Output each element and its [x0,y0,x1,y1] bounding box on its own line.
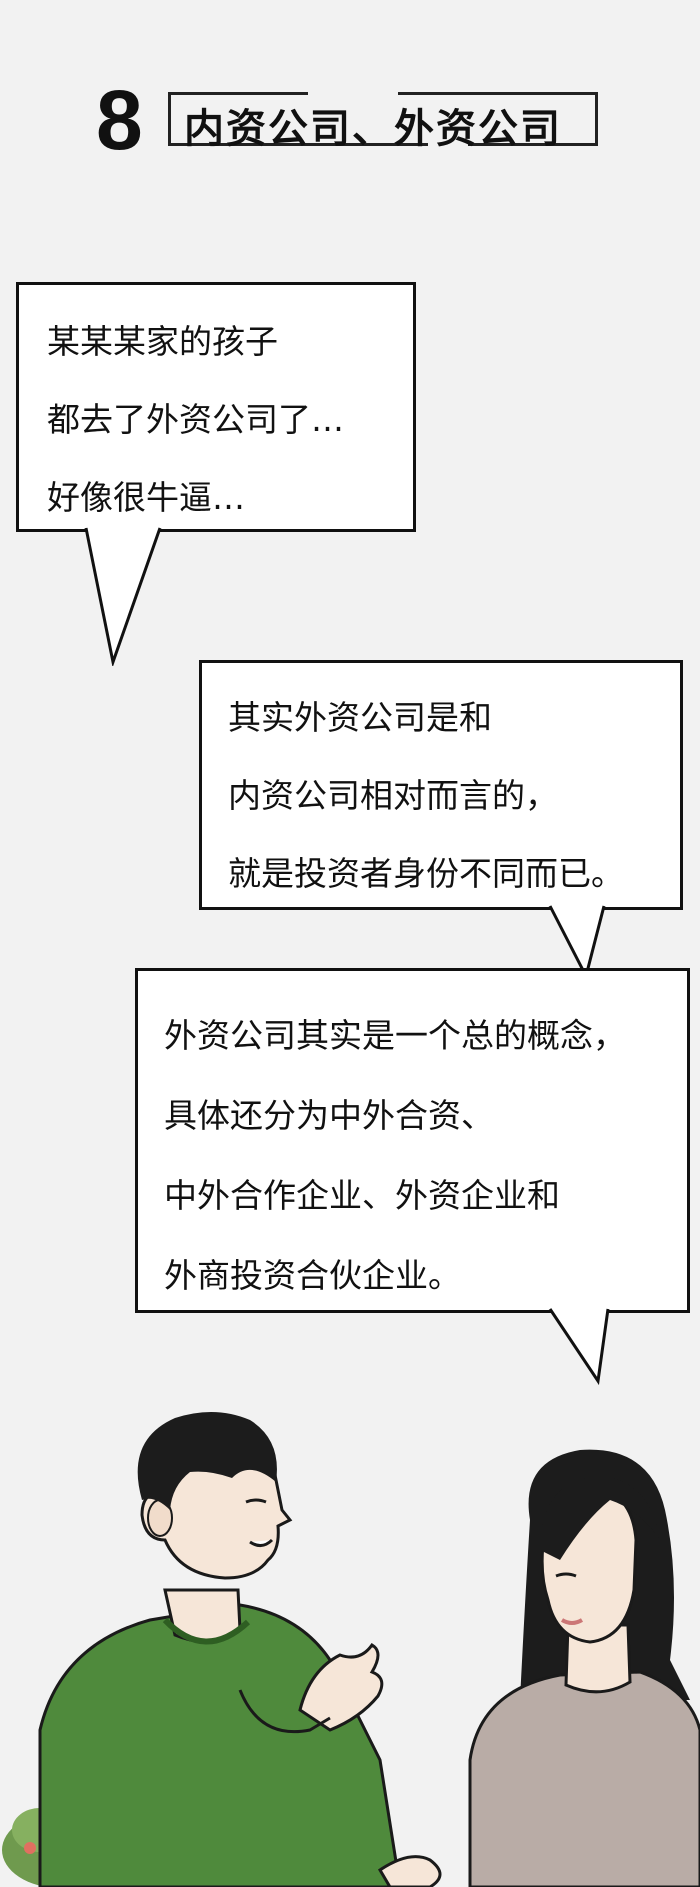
frame-line [595,92,598,146]
bubble-2-line-2: 内资公司相对而言的， [228,776,558,815]
bubble-3-line-3: 中外合作企业、外资企业和 [164,1176,560,1215]
header: 8 内资公司、外资公司 [0,0,700,190]
frame-line [468,143,598,146]
bubble-3-line-4: 外商投资合伙企业。 [164,1256,461,1295]
section-title: 内资公司、外资公司 [184,106,562,152]
frame-line [168,92,171,146]
title-frame: 内资公司、外资公司 [168,92,598,152]
bubble-3-line-2: 具体还分为中外合资、 [164,1096,494,1135]
bubble-2-line-3: 就是投资者身份不同而已。 [228,854,624,893]
section-number: 8 [96,73,143,167]
man-figure-icon [38,1411,442,1887]
bubble-1-line-1: 某某某家的孩子 [47,322,278,361]
speech-bubble-3: 外资公司其实是一个总的概念， 具体还分为中外合资、 中外合作企业、外资企业和 外… [135,968,690,1313]
conversation-illustration [2,1411,700,1887]
frame-line [398,92,598,95]
bubble-1-line-2: 都去了外资公司了… [47,400,344,439]
bubble-2-line-1: 其实外资公司是和 [228,698,492,737]
frame-line [168,92,308,95]
bubble-1-line-3: 好像很牛逼… [47,478,245,517]
speech-bubble-2: 其实外资公司是和 内资公司相对而言的， 就是投资者身份不同而已。 [199,660,683,910]
woman-figure-icon [468,1449,700,1887]
bubble-1-tail [84,527,162,666]
bubble-3-line-1: 外资公司其实是一个总的概念， [164,1016,626,1055]
speech-bubble-1: 某某某家的孩子 都去了外资公司了… 好像很牛逼… [16,282,416,532]
bubble-3-tail [548,1308,610,1386]
frame-line [168,143,428,146]
